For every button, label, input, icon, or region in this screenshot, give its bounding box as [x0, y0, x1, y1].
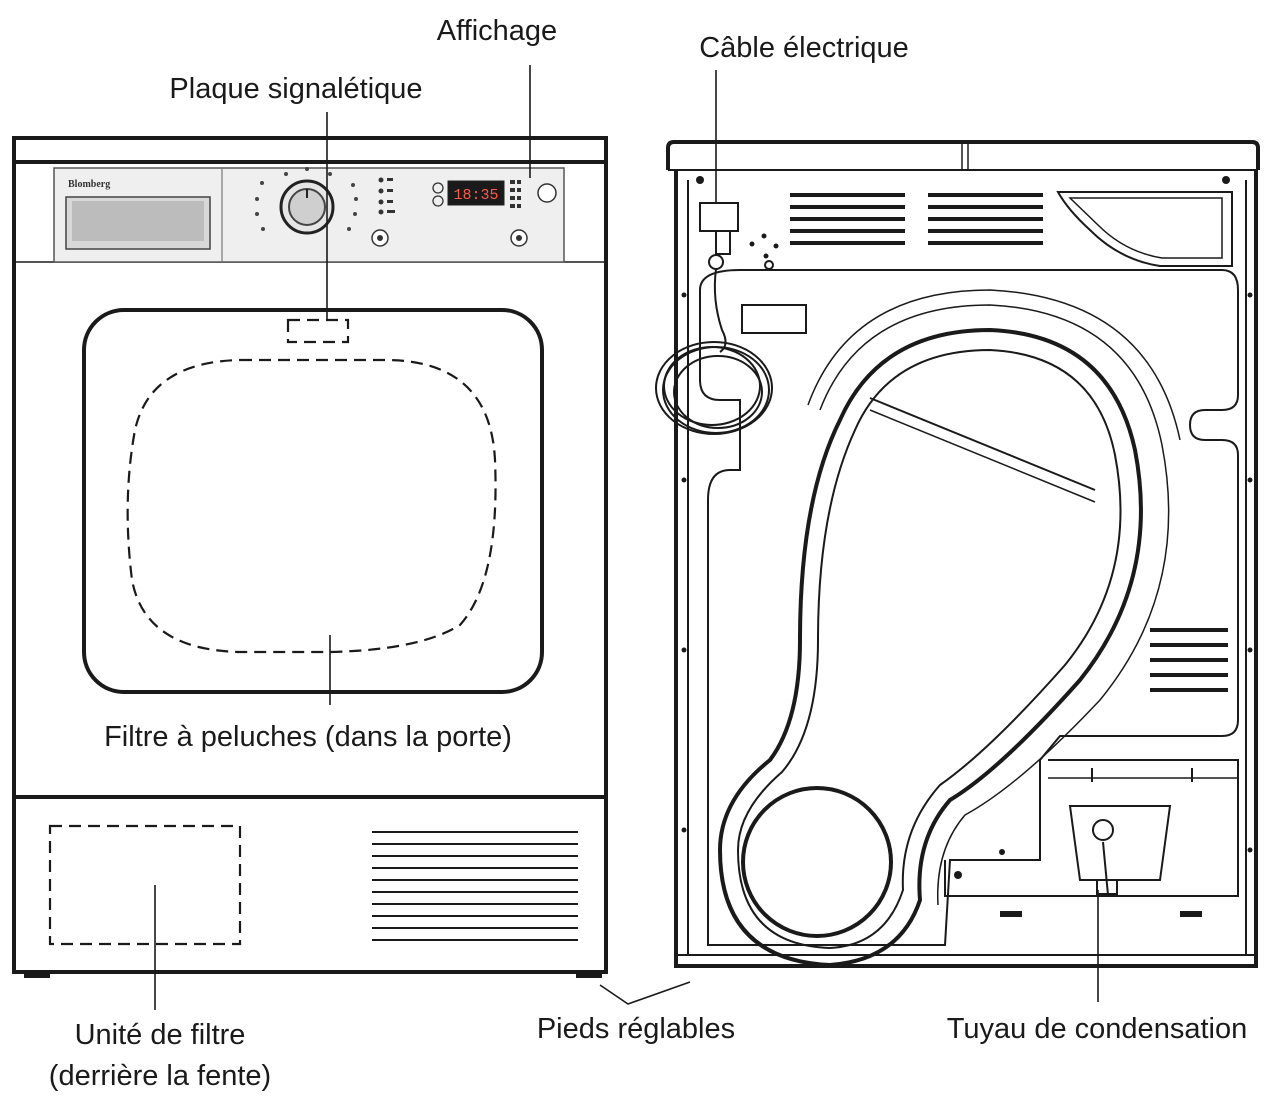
rear-body: [674, 170, 1258, 968]
display-time: 18:35: [453, 187, 498, 204]
label-tuyau-condensation: Tuyau de condensation: [947, 1013, 1247, 1045]
display-screen: [447, 180, 505, 206]
front-door: [82, 308, 544, 694]
filter-unit-outline: [48, 824, 242, 946]
rear-top-vents: [790, 193, 1043, 245]
power-button: [537, 183, 557, 203]
label-affichage: Affichage: [437, 15, 557, 47]
brand-logo: Blomberg: [68, 179, 110, 190]
front-view: Blomberg 18:35: [12, 136, 608, 978]
label-pieds-reglables: Pieds réglables: [537, 1013, 735, 1045]
front-foot-right: [576, 972, 602, 978]
rating-plate-outline: [286, 318, 350, 344]
drum-channel: [717, 327, 1143, 968]
front-top-lid: [12, 136, 608, 164]
condensation-hose-connector: [1092, 819, 1114, 841]
label-filtre-peluches: Filtre à peluches (dans la porte): [104, 721, 512, 753]
label-plaque-signaletique: Plaque signalétique: [169, 73, 422, 105]
power-cord-plug: [699, 202, 739, 232]
rear-side-vents: [1150, 628, 1228, 692]
label-cable-electrique: Câble électrique: [699, 32, 909, 64]
condensation-hose: [1102, 841, 1109, 896]
lint-filter-outline: [126, 358, 497, 654]
front-body: [12, 160, 608, 974]
rear-view: [655, 140, 1260, 968]
front-vent-slats: [372, 831, 578, 941]
rear-top-lid: [666, 140, 1260, 170]
front-foot-left: [24, 972, 50, 978]
label-unite-filtre: Unité de filtre: [75, 1019, 246, 1051]
leader-lines: [154, 65, 1099, 1010]
power-cable-coil: [655, 268, 773, 435]
label-derriere-fente: (derrière la fente): [49, 1060, 271, 1092]
labels: Affichage Plaque signalétique Câble élec…: [49, 15, 1247, 1092]
rear-drum-hub: [741, 786, 893, 938]
